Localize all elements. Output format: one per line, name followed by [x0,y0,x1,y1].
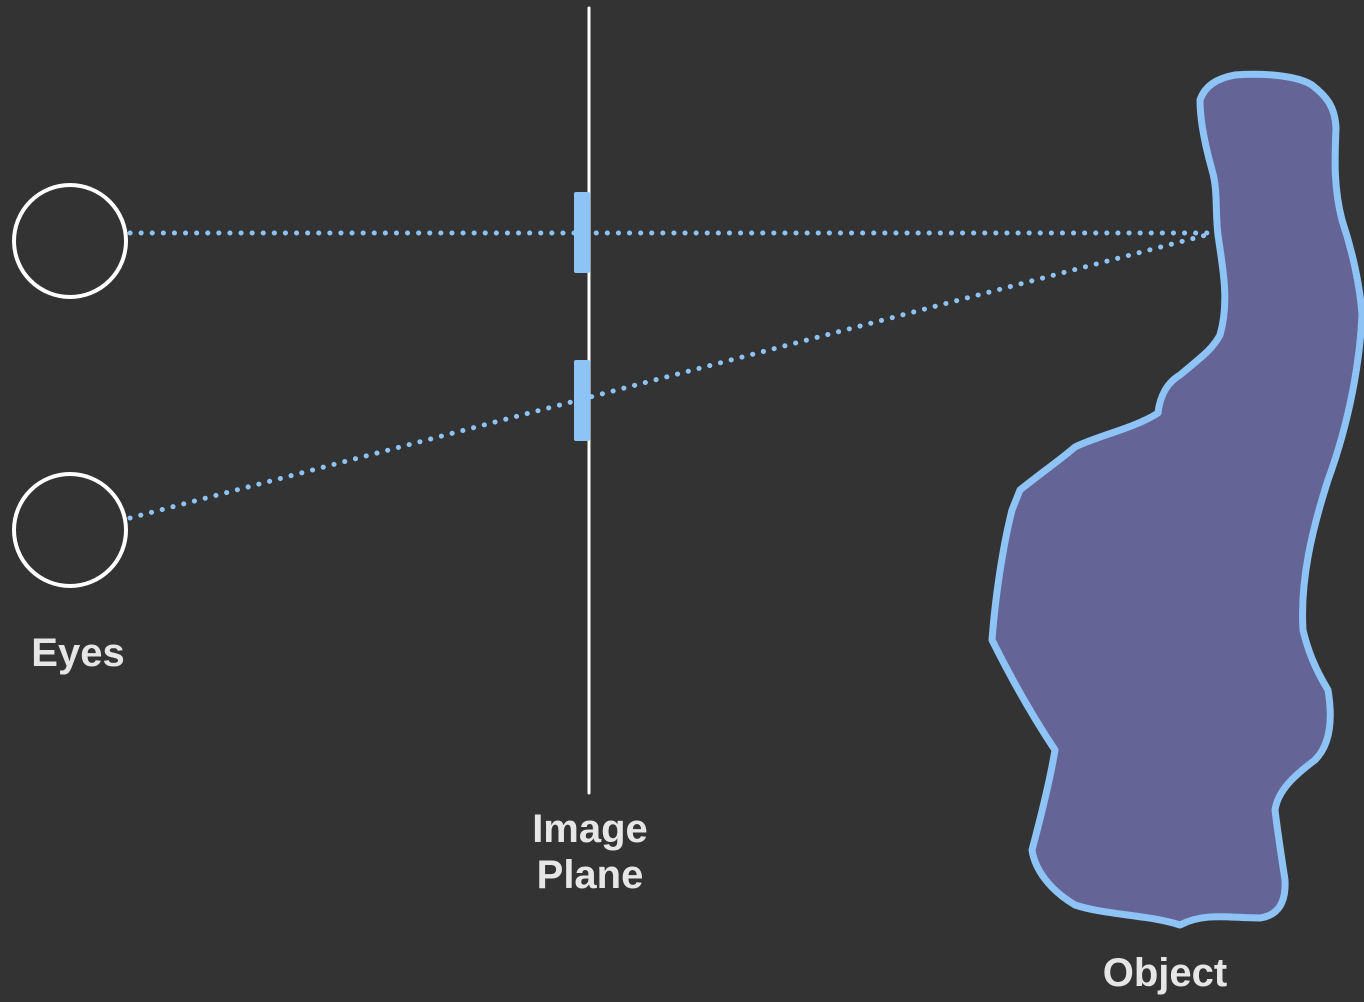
object-shape [992,74,1362,925]
image-plane-hit-bottom [574,360,590,441]
image-plane-label: Image Plane [500,806,680,898]
image-plane-hit-top [574,192,590,273]
object-label: Object [1070,950,1260,996]
eye-top-circle [14,185,126,297]
image-plane-label-line1: Image [500,806,680,852]
eyes-label: Eyes [20,630,136,676]
eye-bottom-circle [14,474,126,586]
image-plane-label-line2: Plane [500,852,680,898]
